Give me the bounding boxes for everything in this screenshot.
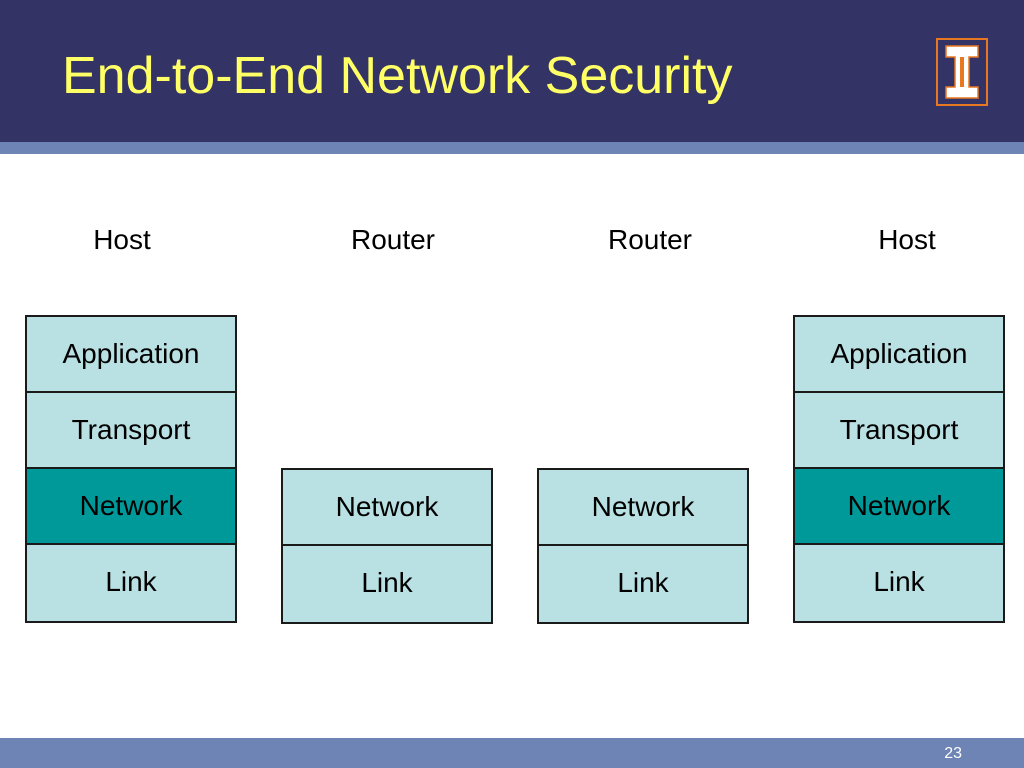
layer-link: Link <box>27 545 235 621</box>
node-label-host-right: Host <box>878 224 936 255</box>
node-label-host-left: Host <box>93 224 151 255</box>
layer-link: Link <box>283 546 491 622</box>
protocol-stack-host-left: Application Transport Network Link <box>25 315 237 623</box>
layer-network-secured: Network <box>27 469 235 545</box>
layer-transport: Transport <box>27 393 235 469</box>
layer-application: Application <box>27 317 235 393</box>
page-number: 23 <box>944 745 962 762</box>
layer-link: Link <box>795 545 1003 621</box>
illinois-block-i-logo-icon <box>936 38 988 106</box>
layer-network-secured: Network <box>795 469 1003 545</box>
protocol-stack-host-right: Application Transport Network Link <box>793 315 1005 623</box>
header-accent-band <box>0 142 1024 154</box>
footer-band: 23 <box>0 738 1024 768</box>
layer-network: Network <box>539 470 747 546</box>
layer-network: Network <box>283 470 491 546</box>
protocol-stack-router-2: Network Link <box>537 468 749 624</box>
node-label-router-2: Router <box>607 224 693 255</box>
layer-application: Application <box>795 317 1003 393</box>
node-label-router-1: Router <box>350 224 436 255</box>
slide-title: End-to-End Network Security <box>62 47 733 105</box>
protocol-stack-router-1: Network Link <box>281 468 493 624</box>
layer-transport: Transport <box>795 393 1003 469</box>
layer-link: Link <box>539 546 747 622</box>
title-bar: End-to-End Network Security <box>0 0 1024 142</box>
